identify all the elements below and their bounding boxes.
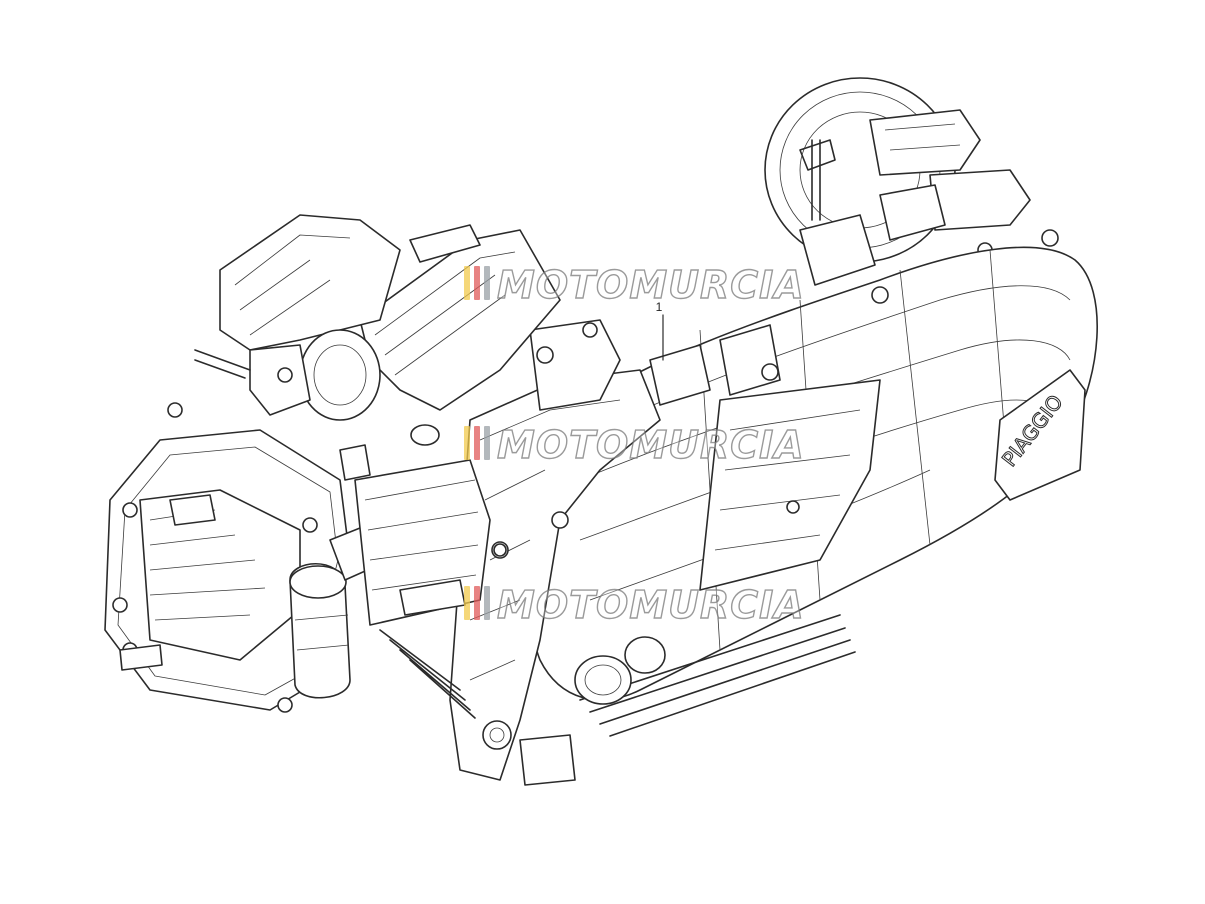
watermark-stripe <box>464 426 470 460</box>
cvt-cover <box>526 246 1098 737</box>
watermark-text: MOTOMURCIA <box>497 423 805 467</box>
watermark-stripe <box>474 266 480 300</box>
watermark-text: MOTOMURCIA <box>497 263 805 307</box>
watermark-top: MOTOMURCIA <box>464 262 805 308</box>
oil-filter-assembly <box>289 459 507 719</box>
watermark-stripe <box>484 426 490 460</box>
callout-label: 1 <box>656 300 663 314</box>
mounting-bosses <box>649 184 946 406</box>
watermark-stripe <box>474 586 480 620</box>
part-callout-1: 1 <box>656 300 664 361</box>
watermark-stripe <box>464 266 470 300</box>
watermark-stripe <box>484 586 490 620</box>
watermark-middle: MOTOMURCIA <box>464 422 805 468</box>
watermark-bottom: MOTOMURCIA <box>464 582 805 628</box>
watermark-stripe <box>464 586 470 620</box>
watermark-stripe <box>474 426 480 460</box>
cylinder-head <box>104 214 440 713</box>
watermark-stripe <box>484 266 490 300</box>
watermark-text: MOTOMURCIA <box>497 583 805 627</box>
